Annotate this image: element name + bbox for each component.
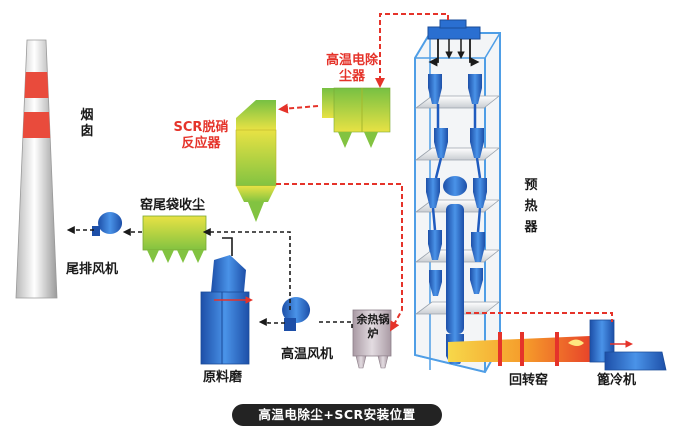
mill-to-baghouse-line <box>222 237 233 256</box>
rotary-kiln <box>448 332 590 366</box>
line-whb-to-fan <box>317 321 353 328</box>
raw-mill-label: 原料磨 <box>203 370 243 385</box>
kiln-label: 回转窑 <box>509 373 549 388</box>
whb-label: 余热锅炉 <box>356 313 390 341</box>
baghouse <box>142 215 207 263</box>
flue-gas-lines <box>276 13 613 332</box>
grate-cooler <box>589 319 667 371</box>
cooler-label: 篦冷机 <box>597 373 637 388</box>
flue-line-top <box>375 13 449 88</box>
flue-line-kiln <box>466 312 613 322</box>
line-fan-to-baghouse <box>202 228 291 310</box>
high-temp-esp <box>322 87 391 148</box>
flue-line-scr-to-whb <box>276 183 403 332</box>
hot-fan-label: 高温风机 <box>281 347 334 362</box>
exhaust-fan-label: 尾排风机 <box>66 262 119 277</box>
baghouse-label: 窑尾袋收尘 <box>140 198 206 213</box>
line-fan-to-mill <box>258 318 285 326</box>
preheater-label: 预热器 <box>524 178 538 235</box>
preheater-tower <box>414 19 501 374</box>
esp-label: 高温电除尘器 <box>326 53 379 85</box>
scr-label: SCR脱硝反应器 <box>173 120 229 152</box>
waste-heat-boiler <box>352 309 392 369</box>
exhaust-fan <box>92 212 123 236</box>
scr-reactor <box>235 100 277 222</box>
raw-mill <box>200 255 253 365</box>
process-lines <box>66 226 353 328</box>
flue-line-esp-to-scr <box>278 103 319 114</box>
chimney-label: 烟囱 <box>80 108 94 140</box>
chimney <box>15 39 58 299</box>
caption-banner: 高温电除尘+SCR安装位置 <box>232 404 442 426</box>
high-temp-fan <box>282 297 311 331</box>
